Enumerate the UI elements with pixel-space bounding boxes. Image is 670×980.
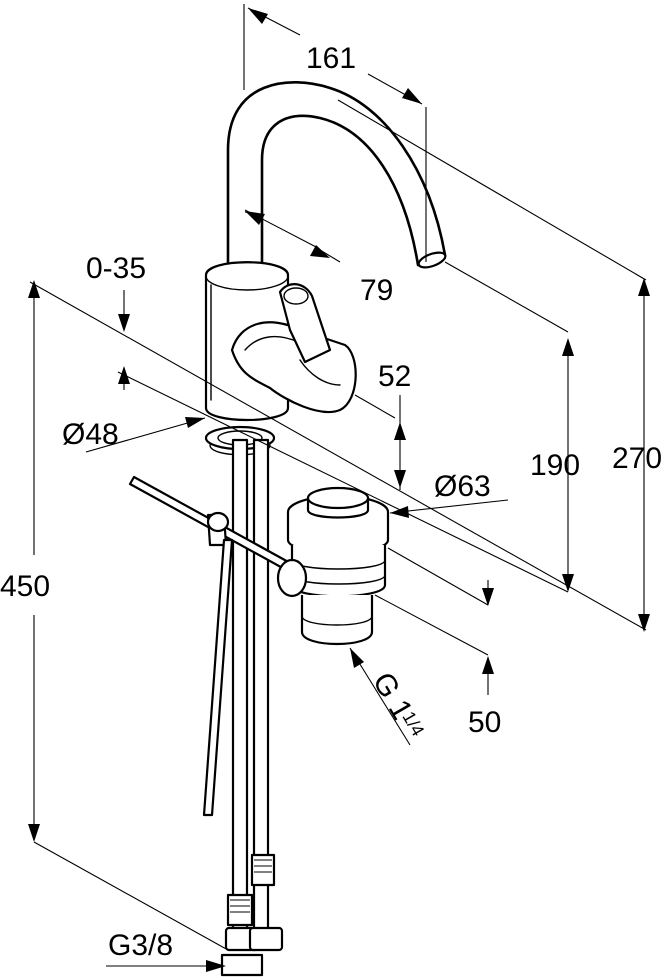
dimension-diameter-63 — [389, 499, 509, 518]
dimension-52 — [354, 394, 406, 490]
label-supply-thread: G3/8 — [108, 929, 173, 962]
label-total-height: 270 — [612, 442, 662, 475]
faucet-spout — [226, 81, 447, 277]
dimension-161 — [243, 4, 427, 262]
waste-valve — [276, 486, 390, 646]
pop-up-waste-rod — [128, 475, 314, 817]
dimension-190 — [444, 261, 574, 592]
dimension-50 — [482, 580, 494, 695]
label-base-diameter: Ø48 — [62, 418, 119, 451]
label-spout-offset: 79 — [360, 274, 393, 307]
label-handle-projection: 52 — [378, 360, 411, 393]
dimension-450 — [28, 280, 229, 951]
label-spout-reach: 161 — [306, 42, 356, 75]
label-deck-thickness: 0-35 — [86, 252, 146, 285]
dimension-79 — [244, 209, 341, 263]
label-waste-diameter: Ø63 — [434, 470, 491, 503]
supply-hoses — [220, 438, 284, 977]
deck-reference-lines — [29, 281, 647, 656]
dimension-diameter-48 — [85, 417, 206, 453]
label-waste-depth: 50 — [468, 706, 501, 739]
dimension-270 — [337, 99, 650, 632]
faucet-lever-handle — [230, 283, 357, 413]
dimension-thread-g114 — [349, 647, 411, 746]
label-spout-height: 190 — [530, 449, 580, 482]
label-hose-length: 450 — [0, 570, 50, 603]
dimension-g38 — [106, 960, 226, 972]
